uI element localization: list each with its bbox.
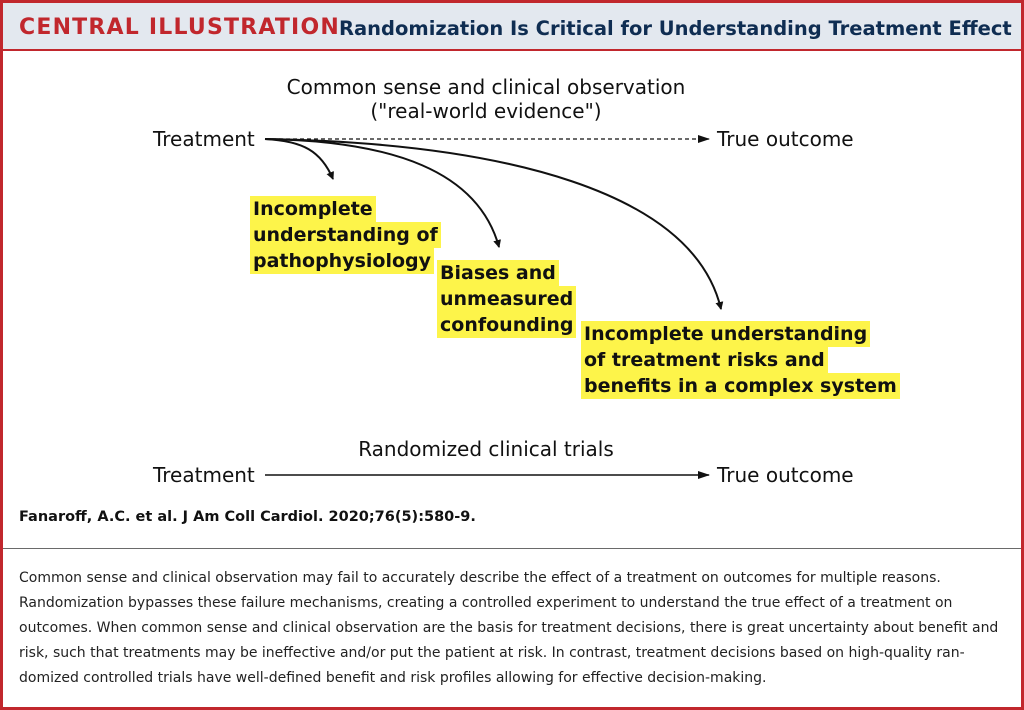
failure-mode-confounding: Biases and unmeasured confounding <box>437 260 577 338</box>
header-title: CENTRAL ILLUSTRATION <box>19 15 340 40</box>
caption-line: outcomes. When common sense and clinical… <box>19 620 999 636</box>
observational-outcome-label: True outcome <box>717 127 854 151</box>
failure-mode-line: confounding <box>437 312 577 338</box>
caption-line: Common sense and clinical observation ma… <box>19 570 941 586</box>
failure-mode-line: understanding of <box>250 222 441 248</box>
section-divider <box>3 548 1021 549</box>
observational-treatment-label: Treatment <box>153 127 255 151</box>
failure-mode-line: of treatment risks and <box>581 347 828 373</box>
observational-heading-line1: Common sense and clinical observation <box>286 75 686 99</box>
failure-mode-complex-system: Incomplete understanding of treatment ri… <box>581 321 900 399</box>
failure-mode-pathophysiology: Incomplete understanding of pathophysiol… <box>250 196 441 274</box>
failure-mode-line: pathophysiology <box>250 248 435 274</box>
failure-mode-line: unmeasured <box>437 286 577 312</box>
observational-heading: Common sense and clinical observation ("… <box>286 75 686 123</box>
caption-line: Randomization bypasses these failure mec… <box>19 595 953 611</box>
randomized-treatment-label: Treatment <box>153 463 255 487</box>
caption-line: domized controlled trials have well-defi… <box>19 670 767 686</box>
curve-arrow-complex-system <box>264 138 724 310</box>
randomized-outcome-label: True outcome <box>717 463 854 487</box>
failure-mode-line: Incomplete <box>250 196 376 222</box>
caption-line: risk, such that treatments may be ineffe… <box>19 645 965 661</box>
curve-arrow-pathophysiology <box>264 138 334 180</box>
randomized-heading: Randomized clinical trials <box>358 437 614 461</box>
diagram: Common sense and clinical observation ("… <box>3 51 1021 548</box>
failure-mode-line: benefits in a complex system <box>581 373 900 399</box>
header-subtitle: Randomization Is Critical for Understand… <box>339 17 1012 40</box>
failure-mode-line: Biases and <box>437 260 559 286</box>
header-bar: CENTRAL ILLUSTRATION Randomization Is Cr… <box>3 3 1021 51</box>
observational-heading-line2: ("real-world evidence") <box>370 99 602 123</box>
citation: Fanaroff, A.C. et al. J Am Coll Cardiol.… <box>19 509 476 525</box>
failure-mode-line: Incomplete understanding <box>581 321 871 347</box>
diagram-arrows <box>264 135 724 479</box>
figure-caption: Common sense and clinical observation ma… <box>19 566 1009 691</box>
